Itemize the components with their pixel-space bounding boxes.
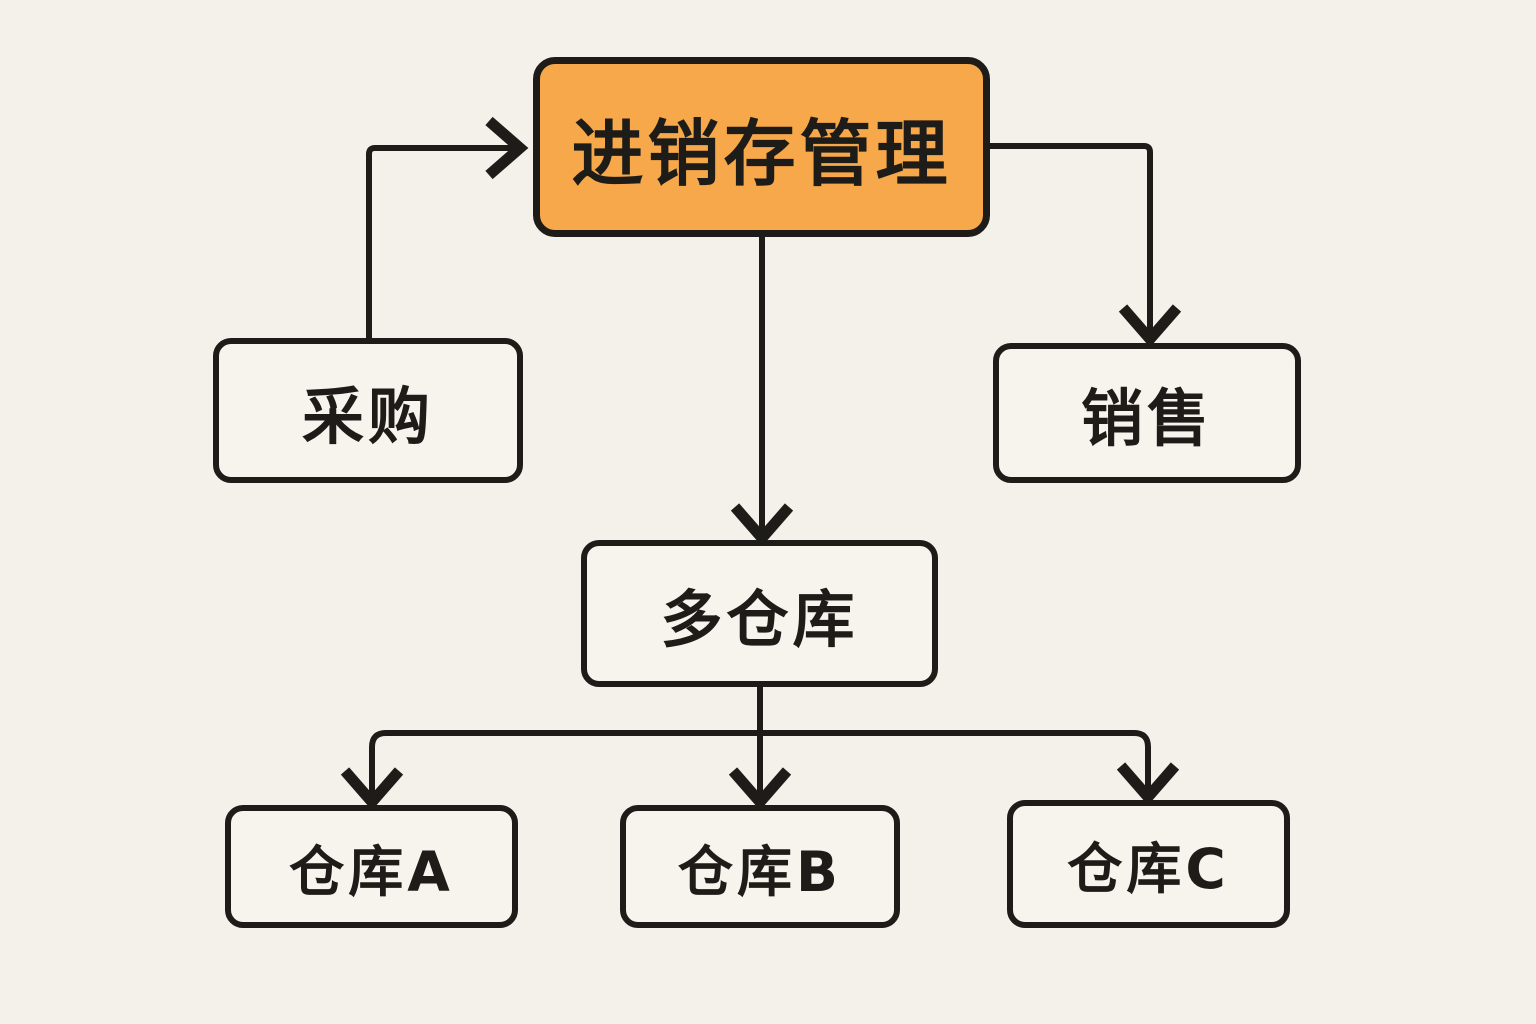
- node-multi-warehouse: 多仓库: [581, 540, 938, 687]
- arrowhead-down-icon: [730, 503, 794, 547]
- node-warehouse-c: 仓库C: [1007, 800, 1290, 928]
- node-label: 仓库B: [678, 839, 842, 904]
- node-warehouse-b: 仓库B: [620, 805, 900, 928]
- node-label: 销售: [1080, 382, 1213, 455]
- edge-multi-to-warehouse-b: [728, 687, 792, 811]
- node-purchasing: 采购: [213, 338, 523, 483]
- node-label: 多仓库: [660, 582, 859, 656]
- arrowhead-down-icon: [340, 767, 404, 811]
- node-label: 采购: [301, 379, 434, 453]
- node-label: 仓库A: [289, 839, 454, 904]
- node-warehouse-a: 仓库A: [225, 805, 518, 928]
- edge-multi-to-warehouse-a-and-c: [340, 730, 1180, 811]
- arrowhead-right-icon: [485, 116, 529, 180]
- arrowhead-down-icon: [728, 767, 792, 811]
- edge-purchase-to-root: [366, 116, 529, 340]
- node-label: 进销存管理: [571, 111, 952, 196]
- node-label: 仓库C: [1067, 837, 1230, 901]
- edge-root-to-sales: [990, 143, 1182, 348]
- edge-root-to-multi-warehouse: [730, 237, 794, 547]
- arrowhead-down-icon: [1116, 762, 1180, 806]
- node-sales: 销售: [993, 343, 1301, 483]
- node-inventory-management: 进销存管理: [533, 57, 990, 237]
- arrowhead-down-icon: [1118, 304, 1182, 348]
